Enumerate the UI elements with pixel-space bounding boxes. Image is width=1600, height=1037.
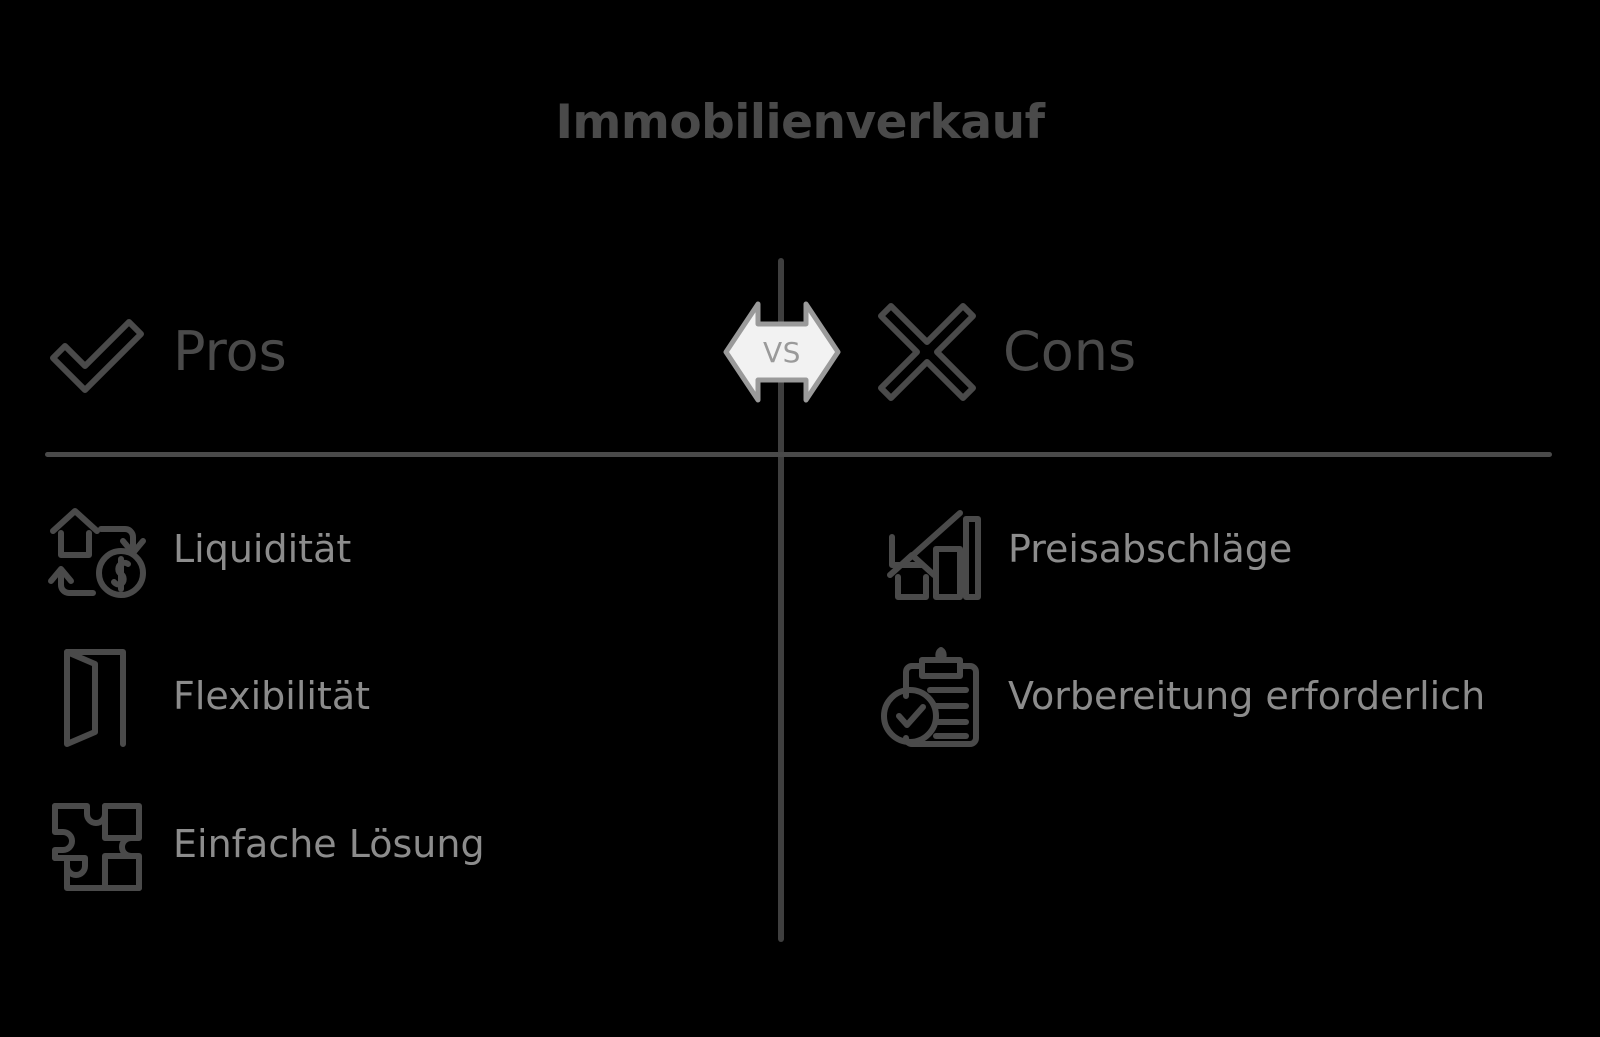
vertical-divider <box>778 258 784 942</box>
vs-badge-label: VS <box>763 335 801 369</box>
horizontal-divider <box>45 452 1552 457</box>
cons-heading-group: Cons <box>875 300 1136 404</box>
vs-badge: VS <box>722 296 842 408</box>
list-item-label: Flexibilität <box>173 674 371 718</box>
page-title: Immobilienverkauf <box>555 95 1045 150</box>
pros-heading-group: Pros <box>45 300 287 404</box>
list-item: Einfache Lösung <box>45 792 485 896</box>
check-icon <box>45 300 149 404</box>
list-item-label: Liquidität <box>173 527 352 571</box>
list-item-label: Vorbereitung erforderlich <box>1008 674 1486 718</box>
house-money-exchange-icon <box>45 497 149 601</box>
cross-icon <box>875 300 979 404</box>
clipboard-check-icon <box>880 644 984 748</box>
puzzle-piece-icon <box>45 792 149 896</box>
cons-heading-label: Cons <box>1003 320 1137 383</box>
list-item: Preisabschläge <box>880 497 1292 601</box>
pros-heading-label: Pros <box>173 320 287 383</box>
open-door-icon <box>45 644 149 748</box>
list-item: Liquidität <box>45 497 351 601</box>
list-item: Flexibilität <box>45 644 370 748</box>
list-item-label: Preisabschläge <box>1008 527 1293 571</box>
list-item-label: Einfache Lösung <box>173 822 485 866</box>
list-item: Vorbereitung erforderlich <box>880 644 1485 748</box>
declining-bar-chart-house-icon <box>880 497 984 601</box>
